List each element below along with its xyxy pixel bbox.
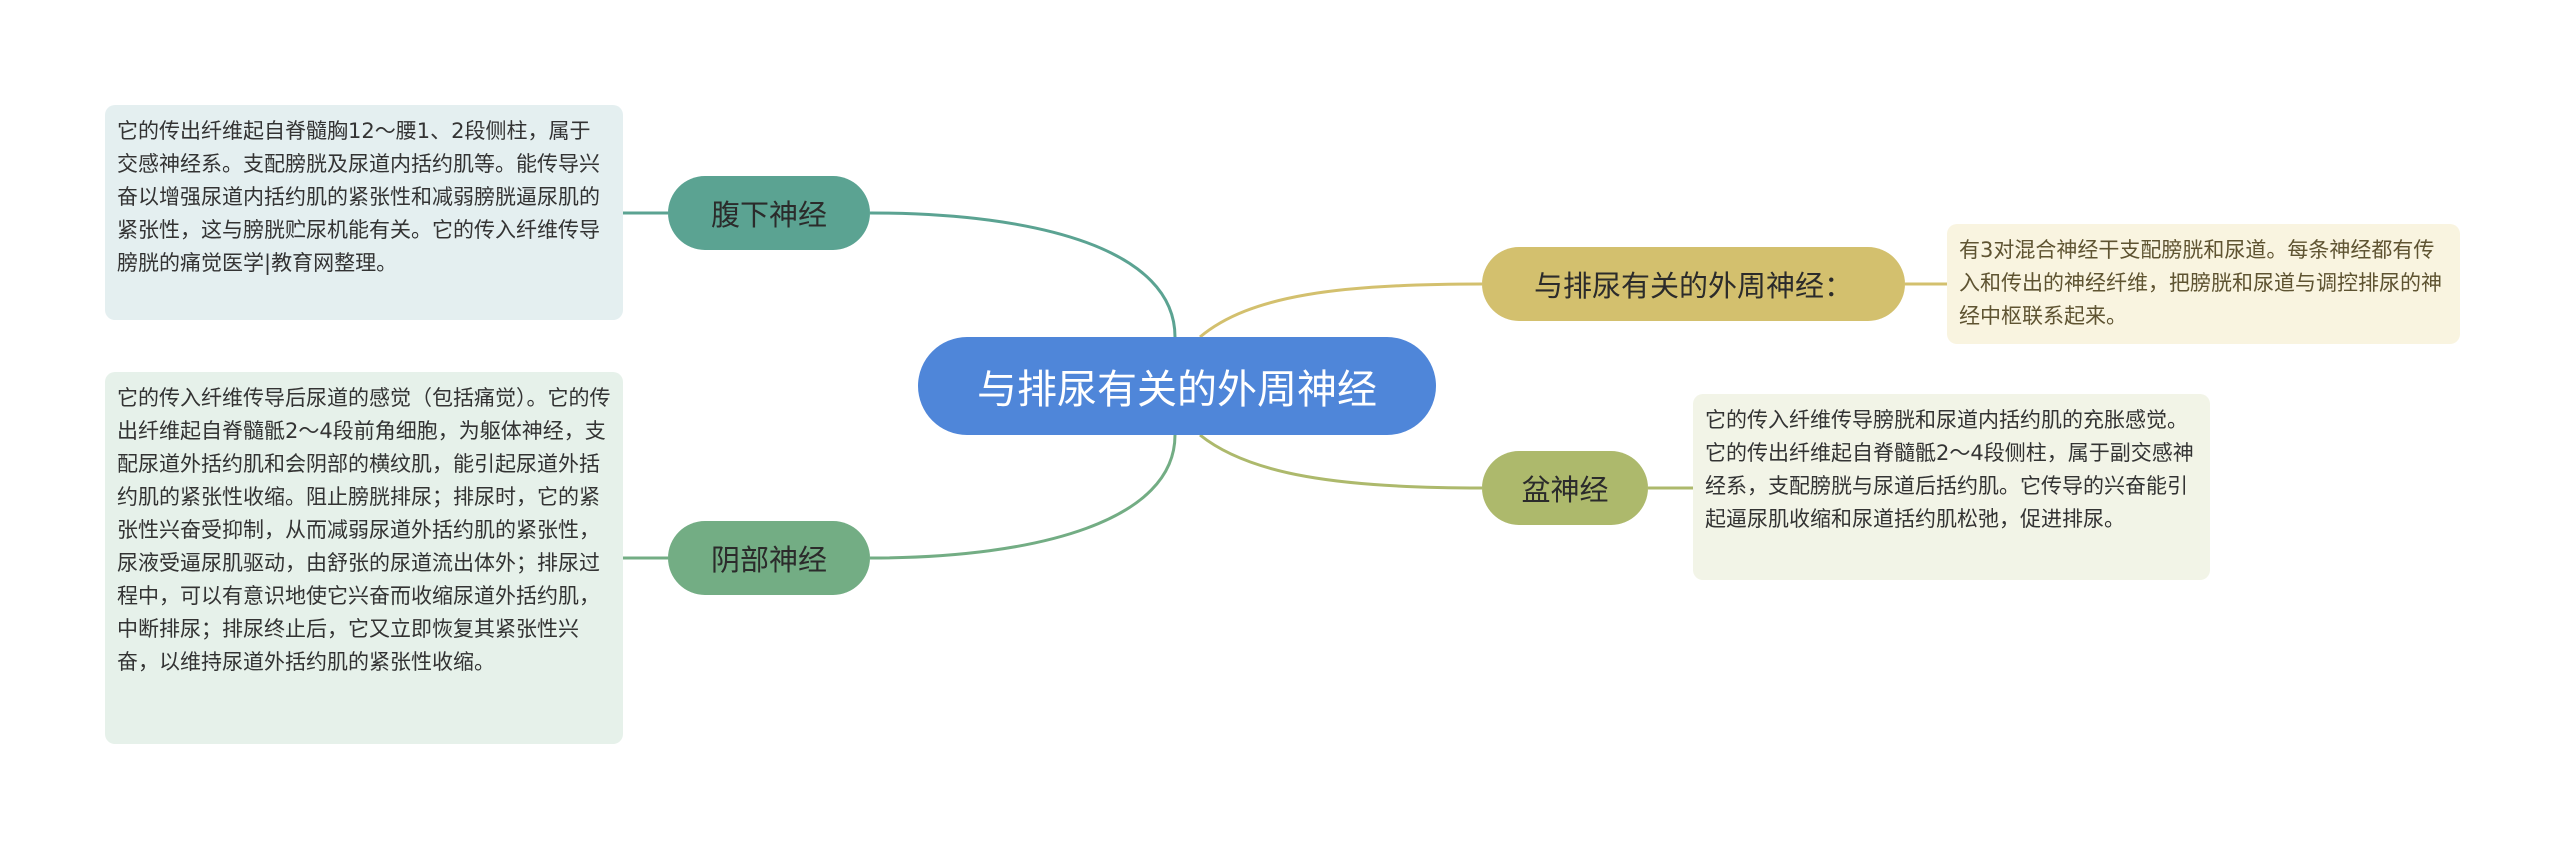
branch-peripheral-nerves-overview[interactable]: 与排尿有关的外周神经： — [1482, 247, 1905, 321]
detail-pelvic-nerve[interactable]: 它的传入纤维传导膀胱和尿道内括约肌的充胀感觉。它的传出纤维起自脊髓骶2～4段侧柱… — [1693, 394, 2210, 580]
detail-pudendal-nerve[interactable]: 它的传入纤维传导后尿道的感觉（包括痛觉）。它的传出纤维起自脊髓骶2～4段前角细胞… — [105, 372, 623, 744]
detail-hypogastric-nerve[interactable]: 它的传出纤维起自脊髓胸12～腰1、2段侧柱，属于交感神经系。支配膀胱及尿道内括约… — [105, 105, 623, 320]
edge-root-branch-2 — [869, 434, 1177, 560]
detail-peripheral-nerves-overview[interactable]: 有3对混合神经干支配膀胱和尿道。每条神经都有传入和传出的神经纤维，把膀胱和尿道与… — [1947, 224, 2460, 344]
branch-hypogastric-nerve[interactable]: 腹下神经 — [668, 176, 870, 250]
root-topic[interactable]: 与排尿有关的外周神经 — [918, 337, 1436, 435]
edge-root-branch-1 — [869, 211, 1177, 338]
branch-pudendal-nerve[interactable]: 阴部神经 — [668, 521, 870, 595]
edge-root-branch-3 — [1199, 282, 1483, 339]
branch-pelvic-nerve[interactable]: 盆神经 — [1482, 451, 1648, 525]
edge-root-branch-4 — [1199, 433, 1483, 490]
